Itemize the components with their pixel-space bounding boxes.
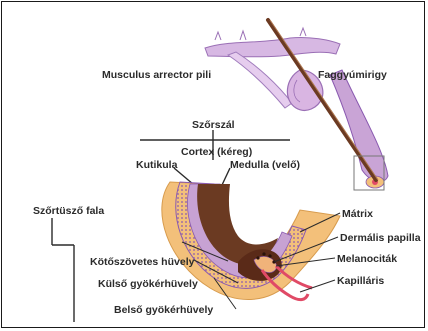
top-skin-layer [205, 28, 340, 57]
label-szorszal: Szőrszál [192, 119, 235, 131]
small-follicle [330, 70, 388, 188]
arrector-pili-muscle [228, 52, 292, 108]
label-kutikula: Kutikula [136, 159, 178, 171]
label-matrix: Mátrix [342, 208, 373, 220]
label-belso: Belső gyökérhüvely [114, 304, 213, 316]
label-faggyu: Faggyúmirigy [318, 69, 387, 81]
szortuszo-bracket [52, 218, 74, 322]
label-szortuszo: Szőrtüsző fala [33, 205, 104, 217]
label-musculus: Musculus arrector pili [102, 69, 211, 81]
label-kulso: Külső gyökérhüvely [98, 278, 198, 290]
label-kapillaris: Kapilláris [337, 275, 384, 287]
label-cortex: Cortex (kéreg) [181, 146, 252, 158]
label-kotoszovetes: Kötőszövetes hüvely [90, 256, 195, 268]
label-melanocitak: Melanociták [337, 253, 397, 265]
label-dermalis: Dermális papilla [340, 232, 421, 244]
label-medulla: Medulla (velő) [230, 159, 300, 171]
